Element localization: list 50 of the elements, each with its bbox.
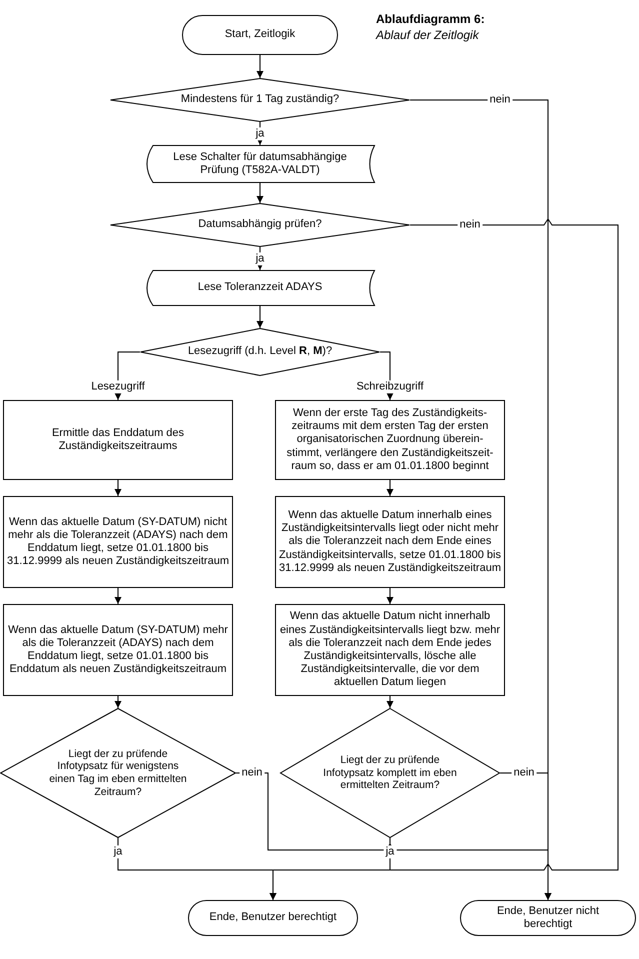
step-text: Start, Zeitlogik: [224, 28, 296, 42]
process-box: [3, 496, 233, 588]
process-box: [3, 604, 233, 696]
step-text: Lese Toleranzzeit ADAYS: [198, 281, 322, 295]
arrow: [256, 306, 264, 328]
terminal-shape: [182, 15, 338, 55]
step-text: Lese Schalter für datumsabhängige Prüfung (T582A-VALDT): [172, 150, 348, 178]
step-text: Datumsabhängig prüfen?: [198, 218, 322, 232]
step-text: Ermittle das Enddatum des Zuständigkeitszeitraums: [50, 426, 186, 454]
arrow: [256, 182, 264, 204]
edge-label: ja: [254, 126, 266, 140]
step-text: Wenn das aktuelle Datum nicht innerhalb eines Zuständigkeitsintervalls liegt bzw. mehr als die Toleranzzeit nach dem Ende jedes Zuständigkeitsintervalls, lösche alle Zuständigkeitsintervalle, die vor dem aktuellen Datum liegen: [279, 610, 501, 690]
input-shape: [145, 270, 375, 306]
diagram-caption: Ablauf der Zeitlogik: [376, 28, 479, 42]
process-box: [275, 496, 505, 588]
arrow: [114, 696, 122, 708]
edge-label: ja: [254, 252, 266, 266]
step-text: Lesezugriff (d.h. Level R, M)?: [188, 345, 332, 359]
edge-label: ja: [384, 845, 396, 859]
arrow: [386, 696, 394, 708]
arrow: [114, 588, 122, 604]
decision-diamond: [140, 328, 380, 376]
step-text: Liegt der zu prüfende Infotypsatz für wenigstens einen Tag im eben ermittelten Zeitraum?: [48, 748, 188, 798]
edge-label: Lesezugriff: [89, 380, 147, 394]
arrow: [114, 480, 122, 496]
arrow: [386, 588, 394, 604]
decision-diamond: [280, 708, 500, 838]
terminal-shape: [460, 900, 636, 936]
terminal-shape: [188, 900, 358, 936]
step-text: Wenn das aktuelle Datum (SY-DATUM) mehr als die Toleranzzeit (ADAYS) nach dem Enddatum liegt, setze 01.01.1800 bis Enddatum als neuen Zuständigkeitszeitraum: [7, 624, 229, 676]
step-text: Ende, Benutzer nicht berechtigt: [496, 904, 600, 932]
arrow: [270, 838, 390, 900]
input-shape: [145, 145, 375, 183]
decision-diamond: [110, 78, 410, 122]
decision-diamond: [110, 203, 410, 247]
arrow: [386, 480, 394, 496]
decision-diamond: [0, 708, 236, 838]
process-box: [275, 604, 505, 696]
step-text: Wenn das aktuelle Datum innerhalb eines Zuständigkeitsintervalls liegt oder nicht mehr als die Toleranzzeit nach dem Ende eines Zuständigkeitsintervalls, setze 01.01.1800 bis 31.12.9999 als neuen Zuständigkeitszeitraum: [279, 509, 501, 575]
step-text: Ende, Benutzer berechtigt: [209, 911, 337, 925]
process-box: [275, 400, 505, 480]
process-box: [3, 400, 233, 480]
edge-label: Schreibzugriff: [354, 380, 426, 394]
edge-label: ja: [112, 845, 124, 859]
step-text: Wenn das aktuelle Datum (SY-DATUM) nicht mehr als die Toleranzzeit (ADAYS) nach dem Enddatum liegt, setze 01.01.1800 bis 31.12.9999 als neuen Zuständigkeitszeitraum: [7, 516, 229, 568]
step-text: Wenn der erste Tag des Zuständigkeits- zeitraums mit dem ersten Tag der ersten organisatorischen Zuordnung überein- stimmt, verlängere den Zuständigkeitszeit- raum so, dass er am 01.01.1800 beginnt: [286, 407, 494, 473]
step-text: Liegt der zu prüfende Infotypsatz komplett im eben ermittelten Zeitraum?: [322, 754, 458, 792]
arrow: [256, 54, 264, 78]
step-text: Mindestens für 1 Tag zuständig?: [180, 93, 340, 107]
diagram-title: Ablaufdiagramm 6:: [376, 12, 485, 26]
